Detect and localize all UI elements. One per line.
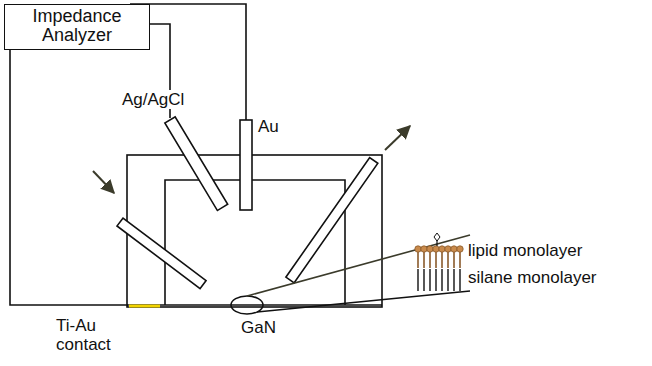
inlet-tube xyxy=(117,218,206,289)
au-electrode xyxy=(240,120,252,210)
ti-au-contact xyxy=(129,305,160,308)
electrode-label: Au xyxy=(257,117,280,136)
zoom-line xyxy=(257,291,470,312)
outflow-arrow xyxy=(385,126,410,150)
wire xyxy=(10,44,128,305)
inflow-arrow xyxy=(93,171,114,193)
layer-label: silane monolayer xyxy=(467,268,598,287)
electrode-label: Ag/AgCl xyxy=(121,90,185,109)
instrument-box: Impedance Analyzer xyxy=(4,4,150,50)
cell-housing xyxy=(127,155,382,307)
layer-label: lipid monolayer xyxy=(467,241,583,260)
contact-label: Ti-Au contact xyxy=(55,316,135,354)
gan-substrate xyxy=(127,304,382,306)
agagcl-electrode xyxy=(165,117,228,211)
instrument-name: Impedance Analyzer xyxy=(5,6,149,46)
monolayer-figure xyxy=(415,233,463,291)
substrate-label: GaN xyxy=(240,318,277,337)
zoom-line xyxy=(247,235,470,296)
